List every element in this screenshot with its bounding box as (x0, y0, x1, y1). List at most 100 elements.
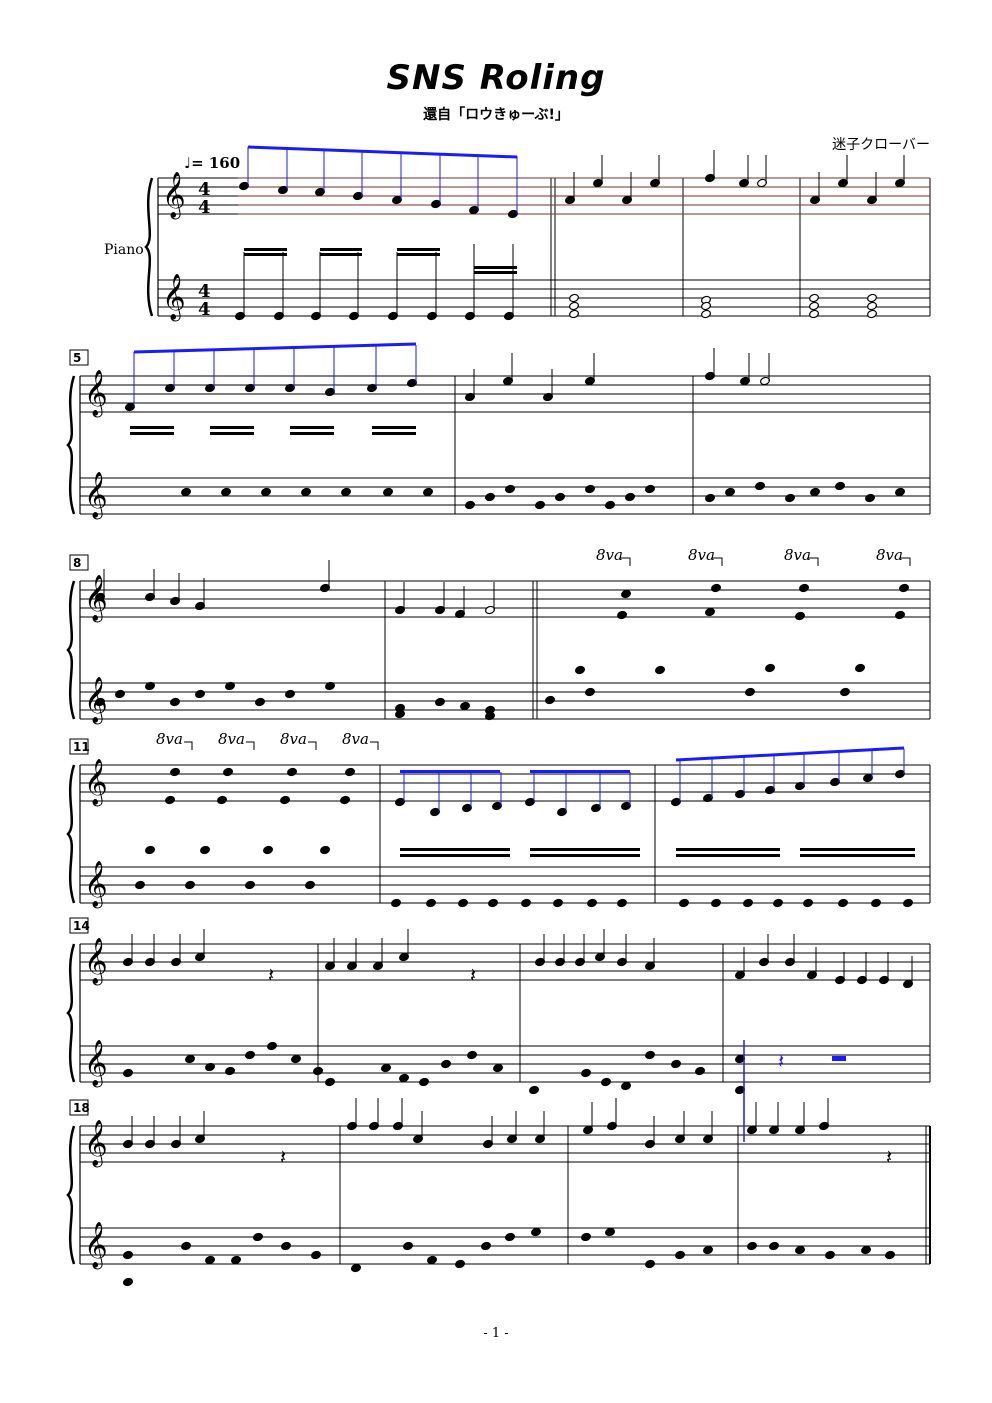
measure-number: 14 (73, 919, 90, 933)
bass-note (123, 1277, 133, 1287)
bass-note (711, 898, 721, 908)
arpeggio-note (185, 880, 195, 890)
treble-clef-icon: 𝄞 (84, 861, 108, 909)
bass-note (301, 487, 311, 497)
bass-note (481, 1241, 491, 1251)
arpeggio-note (621, 589, 631, 599)
bass-note (835, 481, 845, 491)
score-title: SNS Roling (386, 58, 606, 98)
bass-note (181, 1241, 191, 1251)
bass-note (95, 697, 105, 707)
bass-note (170, 697, 180, 707)
beam (372, 432, 416, 435)
bass-note (617, 898, 627, 908)
beam (320, 253, 362, 256)
bass-note (255, 697, 265, 707)
treble-clef-icon: 𝄞 (84, 1040, 108, 1088)
beam (244, 248, 287, 251)
quarter-rest-icon: 𝄽 (470, 963, 476, 987)
bass-note (529, 1085, 539, 1095)
bass-note (221, 487, 231, 497)
bass-note (803, 898, 813, 908)
bass-note (145, 681, 155, 691)
arpeggio-note (200, 845, 210, 855)
measure-number-box (69, 554, 89, 571)
measure-number: 11 (73, 740, 90, 754)
bass-chord-note (569, 301, 579, 311)
bass-note (115, 689, 125, 699)
bass-note (885, 1250, 895, 1260)
bass-note (587, 898, 597, 908)
treble-clef-icon: 𝄞 (162, 274, 186, 322)
bass-note (325, 1077, 335, 1087)
bass-note (581, 1232, 591, 1242)
bass-note (185, 1054, 195, 1064)
bass-note (419, 1077, 429, 1087)
bass-note (773, 898, 783, 908)
arpeggio-note (287, 767, 297, 777)
bass-note (485, 492, 495, 502)
ottava-marking: 8va (784, 546, 811, 564)
beam (290, 426, 334, 429)
bass-note (645, 484, 655, 494)
ottava-bracket (370, 741, 379, 750)
bass-note (810, 487, 820, 497)
ottava-marking: 8va (876, 546, 903, 564)
bass-chord-note (809, 293, 819, 303)
arpeggio-note (745, 687, 755, 697)
bass-note (123, 1250, 133, 1260)
arpeggio-note (840, 687, 850, 697)
bass-note (460, 701, 470, 711)
beam (130, 426, 174, 429)
bass-note (455, 1259, 465, 1269)
arpeggio-note (711, 583, 721, 593)
arpeggio-note (345, 767, 355, 777)
measure-number-box (69, 1099, 89, 1116)
ottava-bracket (184, 741, 193, 750)
bass-note (605, 500, 615, 510)
bass-note (679, 898, 689, 908)
bass-note (705, 493, 715, 503)
bass-note (645, 1050, 655, 1060)
beam (530, 848, 640, 851)
ottava-bracket (246, 741, 255, 750)
arpeggio-note (165, 795, 175, 805)
bass-note (581, 1068, 591, 1078)
time-signature-numerator: 4 (198, 179, 211, 200)
beam (397, 248, 440, 251)
bass-note (426, 898, 436, 908)
bass-note (645, 1259, 655, 1269)
beam (676, 854, 780, 857)
ottava-marking: 8va (156, 730, 183, 748)
bass-note (505, 484, 515, 494)
bass-note (703, 1245, 713, 1255)
bass-note (441, 1059, 451, 1069)
beam (474, 266, 517, 269)
bass-note (467, 1050, 477, 1060)
bass-note (505, 1232, 515, 1242)
bass-note (423, 487, 433, 497)
half-rest-icon (832, 1056, 846, 1061)
arpeggio-note (895, 610, 905, 620)
bass-note (205, 1255, 215, 1265)
brace-icon (144, 177, 154, 317)
brace-icon (66, 1125, 76, 1265)
arpeggio-note (575, 665, 585, 675)
bass-note (427, 1255, 437, 1265)
arpeggio-note (617, 610, 627, 620)
bass-note (123, 1068, 133, 1078)
bass-note (383, 487, 393, 497)
arpeggio-note (263, 845, 273, 855)
bass-note (555, 492, 565, 502)
brace-icon (66, 764, 76, 904)
brace-icon (66, 375, 76, 515)
measure-number: 8 (73, 556, 81, 570)
bass-note (341, 487, 351, 497)
arpeggio-note (765, 663, 775, 673)
bass-note (675, 1250, 685, 1260)
arpeggio-note (795, 611, 805, 621)
beam (400, 854, 510, 857)
bass-note (245, 1050, 255, 1060)
bass-note (205, 1062, 215, 1072)
beam (210, 426, 254, 429)
